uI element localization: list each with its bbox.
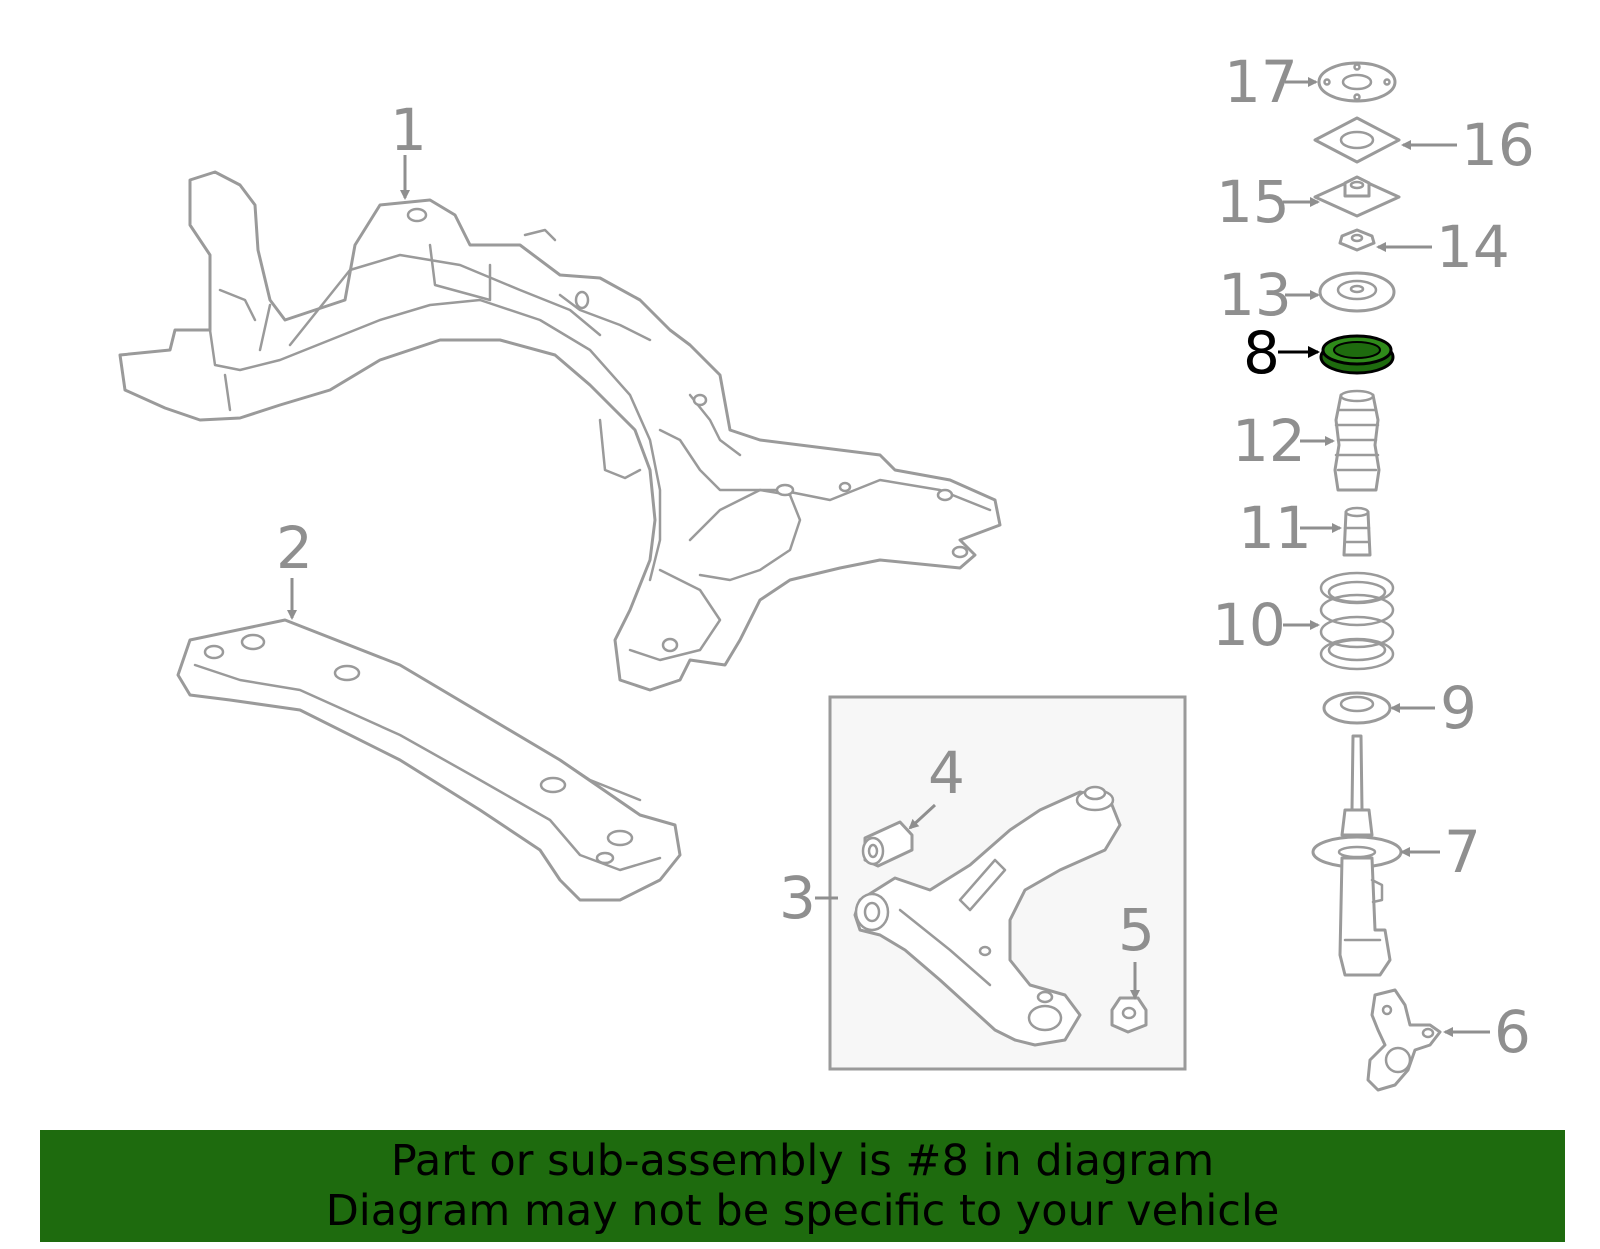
- callout-4: 4: [928, 739, 965, 807]
- part-17-plate: [1317, 61, 1397, 103]
- callout-14: 14: [1436, 213, 1510, 281]
- part-5-bushing: [1110, 996, 1148, 1034]
- part-11-bump-stop: [1342, 506, 1372, 557]
- info-banner: Part or sub-assembly is #8 in diagram Di…: [40, 1130, 1565, 1242]
- part-4-bushing: [861, 820, 914, 868]
- callout-labels: 1 2 3 4 5 6 7 8 9 10 11 12 13 14 15 16 1…: [276, 48, 1535, 1066]
- callout-11: 11: [1238, 494, 1312, 562]
- callout-10: 10: [1212, 591, 1286, 659]
- banner-line-2: Diagram may not be specific to your vehi…: [325, 1186, 1280, 1236]
- part-12-boot: [1333, 389, 1381, 492]
- callout-1: 1: [390, 96, 427, 164]
- part-10-coil-spring: [1319, 571, 1395, 671]
- part-15-mount: [1313, 175, 1401, 218]
- callout-5: 5: [1118, 896, 1155, 964]
- part-8-insulator-highlighted: [1319, 334, 1395, 375]
- callout-7: 7: [1444, 818, 1481, 886]
- part-14-bumper: [1338, 228, 1376, 252]
- leader-lines: [287, 77, 1490, 1037]
- part-3-control-arm: [853, 785, 1122, 1047]
- callout-15: 15: [1216, 168, 1290, 236]
- callout-17: 17: [1224, 48, 1298, 116]
- callout-9: 9: [1440, 674, 1477, 742]
- part-7-strut: [1311, 734, 1403, 977]
- callout-6: 6: [1494, 998, 1531, 1066]
- banner-line-1: Part or sub-assembly is #8 in diagram: [390, 1136, 1215, 1186]
- part-6-knuckle: [1366, 988, 1442, 1092]
- part-9-lower-seat: [1322, 691, 1392, 725]
- callout-12: 12: [1232, 407, 1306, 475]
- callout-8: 8: [1243, 319, 1280, 387]
- part-16-gasket: [1313, 116, 1401, 164]
- callout-3: 3: [779, 864, 816, 932]
- part-1-subframe: [118, 170, 1002, 692]
- callout-16: 16: [1461, 111, 1535, 179]
- callout-2: 2: [276, 514, 313, 582]
- part-13-seat: [1318, 271, 1396, 313]
- callout-13: 13: [1218, 261, 1292, 329]
- part-2-crossmember: [176, 618, 682, 902]
